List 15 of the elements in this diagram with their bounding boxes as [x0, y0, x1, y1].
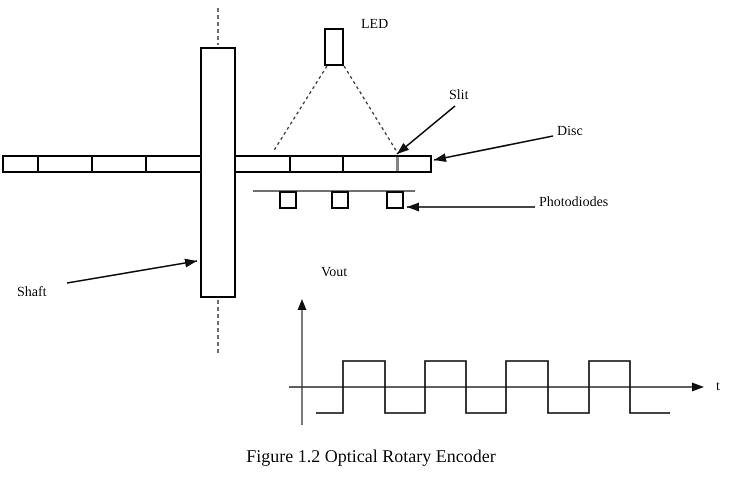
- axis-label: t: [716, 379, 720, 395]
- part-label: Disc: [557, 124, 583, 140]
- part-label: Photodiodes: [539, 195, 608, 211]
- slit: [396, 157, 399, 171]
- axis-label: Vout: [321, 265, 348, 281]
- leader-arrow: [434, 135, 554, 162]
- leader-arrow: [407, 202, 535, 212]
- part-label: Slit: [449, 88, 468, 104]
- shaft: [200, 47, 236, 298]
- figure-caption: Figure 1.2 Optical Rotary Encoder: [246, 446, 496, 467]
- leader-arrow: [396, 105, 456, 155]
- part-label: Shaft: [17, 285, 47, 301]
- photodiode: [386, 191, 404, 209]
- leader-arrow: [66, 258, 198, 284]
- part-label: LED: [361, 17, 388, 33]
